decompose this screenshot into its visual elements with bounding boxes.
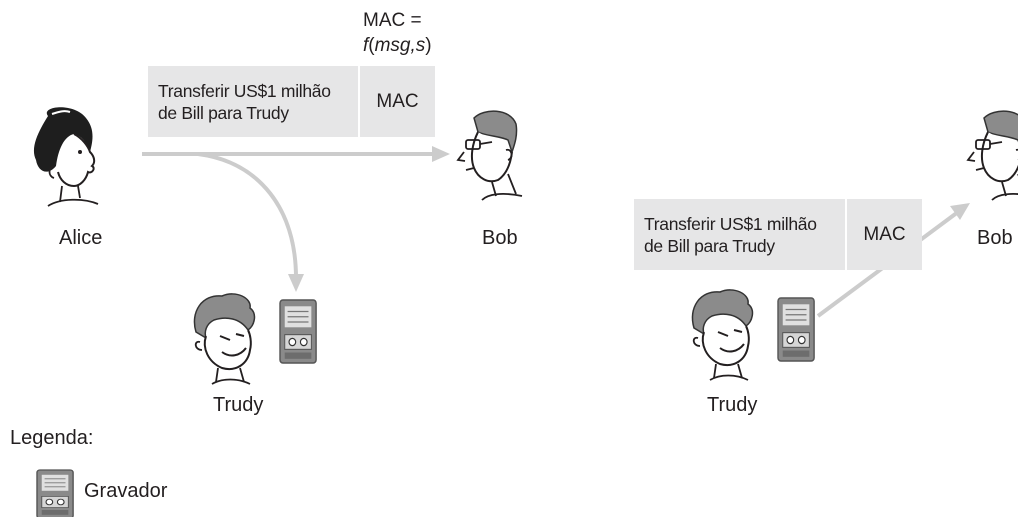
label-trudy-left: Trudy — [213, 394, 264, 416]
mac-formula-close: ) — [425, 35, 432, 56]
message-separator-right — [845, 199, 847, 270]
arrow-intercept-to-trudy — [197, 152, 304, 292]
message-mac-right: MAC — [863, 223, 906, 245]
recorder-icon-right — [777, 297, 815, 362]
label-bob-left: Bob — [482, 227, 518, 249]
label-trudy-right: Trudy — [707, 394, 758, 416]
trudy-figure-left — [193, 292, 256, 385]
mac-formula-line2: f(msg,s) — [363, 33, 432, 58]
bob-figure-right — [967, 110, 1018, 201]
mac-formula: MAC = f(msg,s) — [363, 8, 432, 58]
label-bob-right: Bob — [977, 227, 1013, 249]
mac-formula-line1: MAC = — [363, 10, 422, 31]
mac-formula-args: msg,s — [374, 35, 426, 56]
mac-formula-func: f — [363, 35, 369, 56]
message-text-left: Transferir US$1 milhão de Bill para Trud… — [158, 80, 331, 123]
legend-recorder-icon — [36, 469, 74, 517]
message-mac-left: MAC — [376, 90, 419, 112]
bob-figure-left — [457, 110, 523, 201]
arrow-alice-to-bob — [142, 146, 450, 162]
legend-title: Legenda: — [10, 427, 94, 449]
mac-formula-open: ( — [368, 35, 375, 56]
label-alice: Alice — [59, 227, 103, 249]
recorder-icon-left — [279, 299, 317, 364]
message-text-right: Transferir US$1 milhão de Bill para Trud… — [644, 213, 817, 256]
legend-recorder-label: Gravador — [84, 480, 168, 502]
message-separator-left — [358, 66, 360, 137]
alice-figure — [33, 107, 99, 207]
trudy-figure-right — [691, 288, 754, 381]
message-box-left: Transferir US$1 milhão de Bill para Trud… — [148, 66, 435, 137]
message-box-right: Transferir US$1 milhão de Bill para Trud… — [634, 199, 922, 270]
